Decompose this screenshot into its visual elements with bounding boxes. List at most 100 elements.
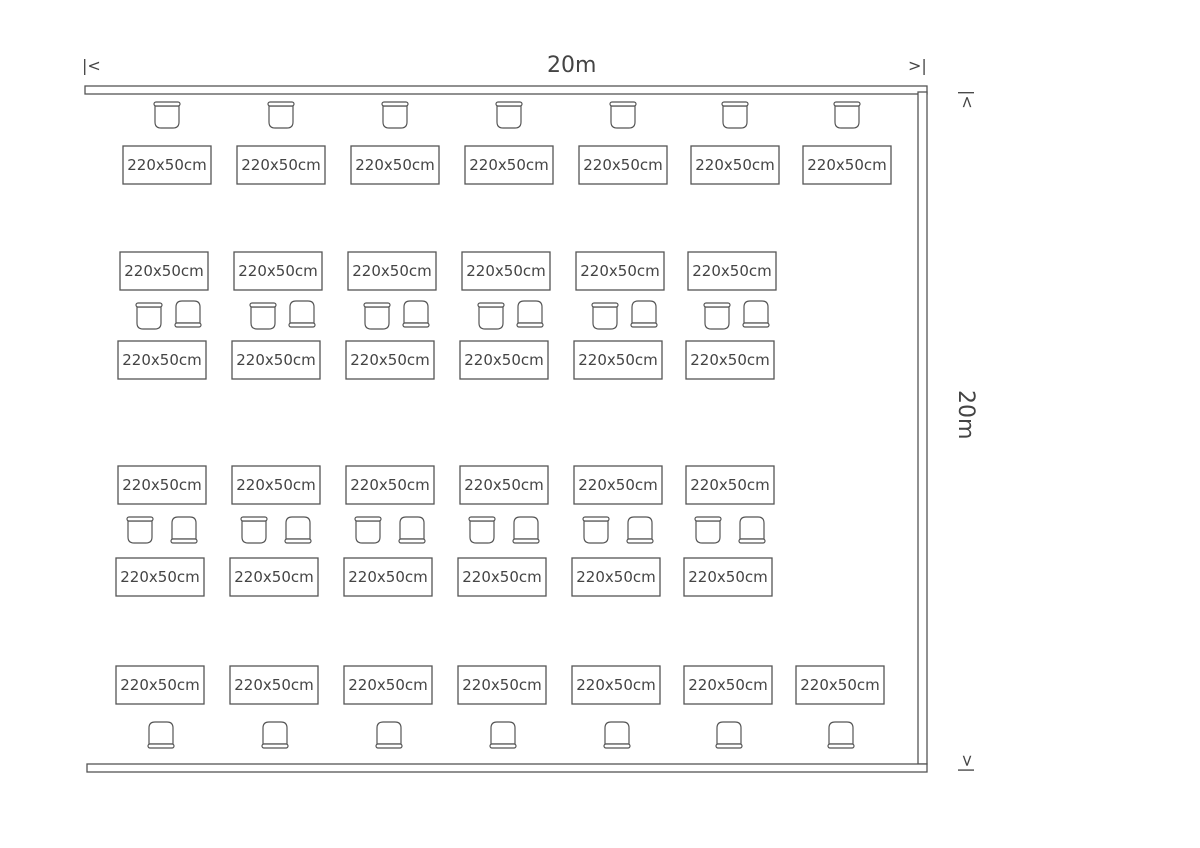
chair-icon xyxy=(833,101,861,129)
chair-icon xyxy=(591,302,619,330)
table: 220x50cm xyxy=(229,665,319,705)
table: 220x50cm xyxy=(795,665,885,705)
table-size-label: 220x50cm xyxy=(120,568,199,586)
chair-backrest xyxy=(135,302,163,308)
chair-seat xyxy=(739,516,765,540)
table: 220x50cm xyxy=(687,251,777,291)
bottom-wall xyxy=(86,763,928,773)
chair-backrest xyxy=(468,516,496,522)
chair-seat xyxy=(241,520,267,544)
table: 220x50cm xyxy=(117,465,207,505)
table: 220x50cm xyxy=(690,145,780,185)
chair-backrest xyxy=(402,322,430,328)
table: 220x50cm xyxy=(573,465,663,505)
chair-backrest xyxy=(742,322,770,328)
table: 220x50cm xyxy=(122,145,212,185)
width-dimension-label: 20m xyxy=(547,53,596,78)
table-rect xyxy=(345,340,435,380)
table-size-label: 220x50cm xyxy=(695,156,774,174)
table-size-label: 220x50cm xyxy=(348,568,427,586)
table: 220x50cm xyxy=(457,557,547,597)
table-rect xyxy=(122,145,212,185)
chair-backrest xyxy=(516,322,544,328)
chair-seat xyxy=(154,105,180,129)
chair-backrest xyxy=(582,516,610,522)
table-rect xyxy=(347,251,437,291)
table-size-label: 220x50cm xyxy=(355,156,434,174)
chair-icon xyxy=(354,516,382,544)
chair-icon xyxy=(363,302,391,330)
table-rect xyxy=(575,251,665,291)
table: 220x50cm xyxy=(578,145,668,185)
table-rect xyxy=(685,465,775,505)
table-size-label: 220x50cm xyxy=(462,676,541,694)
chair-icon xyxy=(170,516,198,544)
chair-seat xyxy=(513,516,539,540)
chair-backrest xyxy=(738,538,766,544)
chair-icon xyxy=(153,101,181,129)
table-rect xyxy=(343,557,433,597)
chair-icon xyxy=(402,300,430,328)
table-rect xyxy=(236,145,326,185)
chair-backrest xyxy=(703,302,731,308)
table: 220x50cm xyxy=(685,465,775,505)
table-size-label: 220x50cm xyxy=(122,351,201,369)
chair-icon xyxy=(630,300,658,328)
table-size-label: 220x50cm xyxy=(464,476,543,494)
table: 220x50cm xyxy=(571,557,661,597)
table-rect xyxy=(683,557,773,597)
chair-backrest xyxy=(363,302,391,308)
table-rect xyxy=(119,251,209,291)
chair-icon xyxy=(261,721,289,749)
chair-backrest xyxy=(381,101,409,107)
chair-icon xyxy=(495,101,523,129)
chair-icon xyxy=(477,302,505,330)
chair-icon xyxy=(715,721,743,749)
table-size-label: 220x50cm xyxy=(352,262,431,280)
table-rect xyxy=(573,465,663,505)
table-rect xyxy=(578,145,668,185)
table: 220x50cm xyxy=(119,251,209,291)
table-rect xyxy=(690,145,780,185)
table-rect xyxy=(117,340,207,380)
chair-backrest xyxy=(375,743,403,749)
chair-backrest xyxy=(603,743,631,749)
chair-icon xyxy=(827,721,855,749)
chair-seat xyxy=(268,105,294,129)
table-rect xyxy=(457,665,547,705)
table-size-label: 220x50cm xyxy=(350,351,429,369)
chair-backrest xyxy=(591,302,619,308)
top-wall xyxy=(84,85,928,95)
height-dimension-label: 20m xyxy=(953,390,978,439)
table-size-label: 220x50cm xyxy=(234,676,313,694)
chair-icon xyxy=(468,516,496,544)
chair-seat xyxy=(517,300,543,324)
chair-backrest xyxy=(249,302,277,308)
chair-icon xyxy=(249,302,277,330)
table-size-label: 220x50cm xyxy=(122,476,201,494)
chair-icon xyxy=(240,516,268,544)
chair-backrest xyxy=(477,302,505,308)
chair-icon xyxy=(288,300,316,328)
table-rect xyxy=(459,465,549,505)
width-end-marker: >| xyxy=(908,56,927,75)
chair-seat xyxy=(127,520,153,544)
table-size-label: 220x50cm xyxy=(350,476,429,494)
table-size-label: 220x50cm xyxy=(234,568,313,586)
chair-seat xyxy=(478,306,504,330)
table: 220x50cm xyxy=(683,665,773,705)
chair-seat xyxy=(834,105,860,129)
chair-backrest xyxy=(267,101,295,107)
table: 220x50cm xyxy=(343,665,433,705)
table-size-label: 220x50cm xyxy=(238,262,317,280)
chair-seat xyxy=(627,516,653,540)
table-rect xyxy=(685,340,775,380)
chair-backrest xyxy=(398,538,426,544)
chair-seat xyxy=(610,105,636,129)
chair-backrest xyxy=(715,743,743,749)
table-rect xyxy=(229,665,319,705)
chair-icon xyxy=(626,516,654,544)
table-size-label: 220x50cm xyxy=(692,262,771,280)
chair-seat xyxy=(136,306,162,330)
table-rect xyxy=(350,145,440,185)
